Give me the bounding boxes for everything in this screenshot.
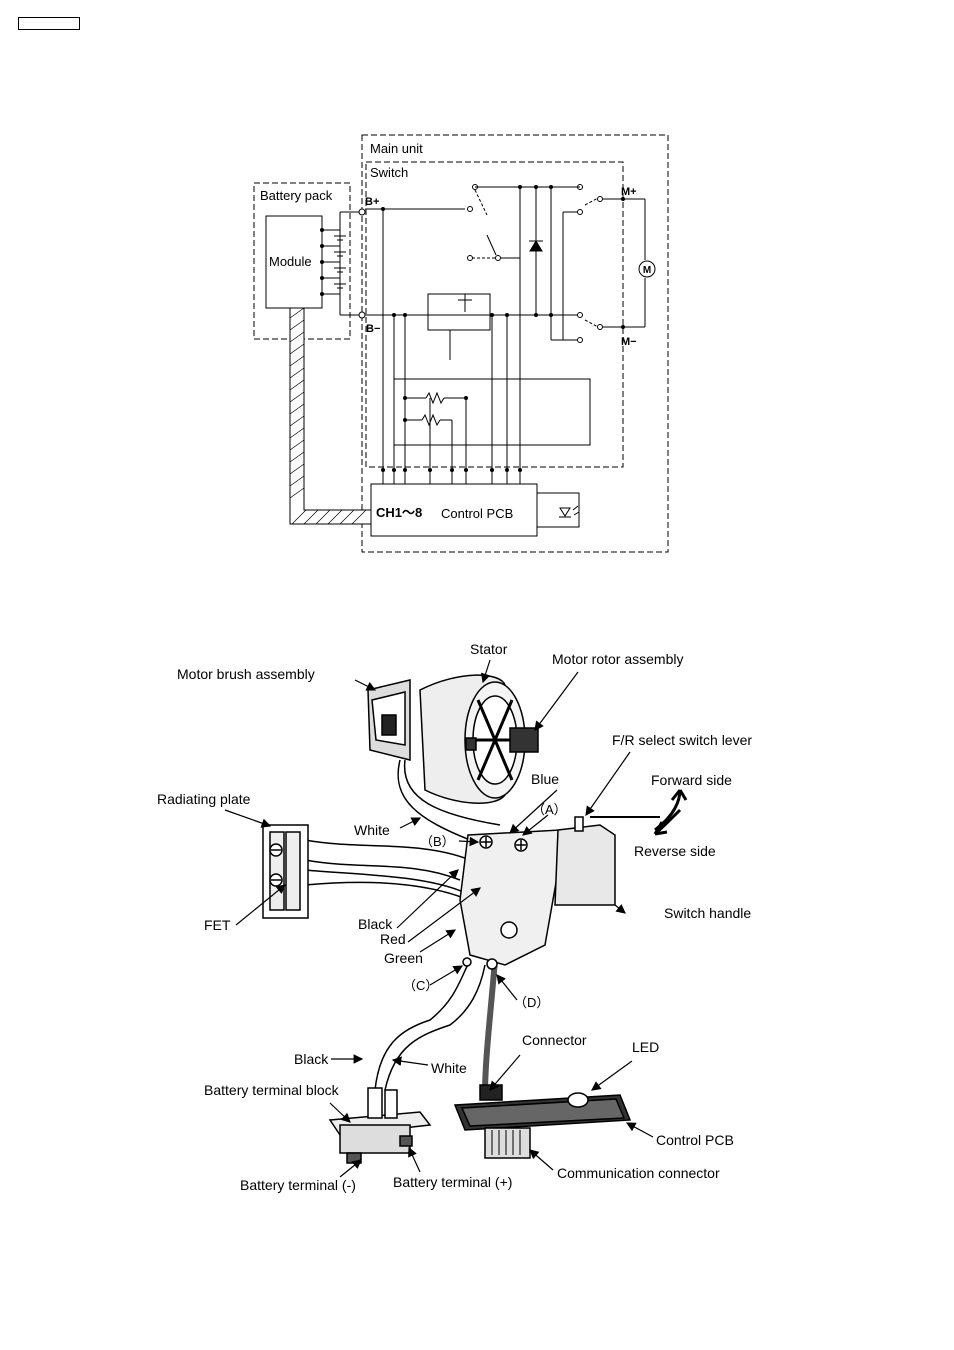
fr-direction-arrow: [590, 789, 688, 836]
label-connector: Connector: [522, 1032, 587, 1048]
ch-label: CH1～8: [376, 505, 422, 520]
motor-illustration: [367, 674, 539, 804]
wire-harness: [304, 759, 501, 1096]
leader-lines: [224, 659, 654, 1178]
b-plus-terminal: [358, 208, 366, 216]
motor-switch: [551, 186, 646, 343]
label-radiating-plate: Radiating plate: [157, 791, 251, 807]
led-box: [536, 492, 580, 528]
m-minus-label: M−: [621, 336, 637, 348]
radiating-plate-fet: [262, 824, 309, 919]
switch-frame: [365, 161, 624, 468]
label-blue: Blue: [531, 771, 559, 787]
b-minus-label: B−: [366, 323, 380, 335]
label-control-pcb: Control PCB: [656, 1132, 734, 1148]
label-motor-brush-assembly: Motor brush assembly: [177, 666, 315, 682]
sense-wires: [382, 209, 521, 484]
label-black-mid: Black: [358, 916, 393, 932]
label-point-a: （A）: [532, 802, 567, 817]
m-plus-label: M+: [621, 186, 637, 198]
label-point-c: （C）: [403, 978, 438, 993]
motor-symbol-label: M: [643, 265, 651, 276]
label-communication-connector: Communication connector: [557, 1165, 720, 1181]
reverse-switch-contacts: [467, 184, 583, 470]
b-minus-terminal: [358, 311, 366, 319]
label-forward-side: Forward side: [651, 772, 732, 788]
battery-cells: [322, 212, 346, 315]
label-motor-rotor-assembly: Motor rotor assembly: [552, 651, 683, 667]
control-pcb-label: Control PCB: [441, 506, 513, 521]
label-fet: FET: [204, 917, 231, 933]
label-point-d: （D）: [514, 995, 549, 1010]
label-battery-terminal-plus: Battery terminal (+): [393, 1174, 512, 1190]
label-fr-select-switch-lever: F/R select switch lever: [612, 732, 752, 748]
page-number-box: [18, 17, 80, 30]
label-white-top: White: [354, 822, 390, 838]
resistors: [405, 391, 466, 427]
label-black-bottom: Black: [294, 1051, 329, 1067]
led-symbol: [559, 505, 580, 518]
battery-pack-label: Battery pack: [260, 188, 333, 203]
flywheel-diode: [529, 240, 543, 252]
label-battery-terminal-block: Battery terminal block: [204, 1082, 340, 1098]
module-label: Module: [269, 254, 312, 269]
label-red: Red: [380, 931, 406, 947]
switch-label: Switch: [370, 165, 408, 180]
label-led: LED: [632, 1039, 659, 1055]
motor-symbol: [638, 260, 656, 278]
b-plus-label: B+: [365, 196, 379, 208]
label-point-b: （B）: [420, 834, 455, 849]
circuit-schematic: Main unit Switch Battery pack Module B+ …: [253, 134, 669, 553]
fet-block: [427, 293, 491, 360]
label-stator: Stator: [470, 641, 508, 657]
label-green: Green: [384, 950, 423, 966]
label-white-bottom: White: [431, 1060, 467, 1076]
label-battery-terminal-minus: Battery terminal (-): [240, 1177, 356, 1193]
main-unit-frame: [361, 134, 669, 553]
switch-body: [459, 816, 616, 970]
battery-terminal-block-illustration: [328, 1087, 432, 1164]
label-reverse-side: Reverse side: [634, 843, 716, 859]
label-switch-handle: Switch handle: [664, 905, 751, 921]
main-unit-label: Main unit: [370, 141, 423, 156]
control-pcb-illustration: [453, 1084, 632, 1159]
battery-communication-cable: [289, 307, 372, 525]
